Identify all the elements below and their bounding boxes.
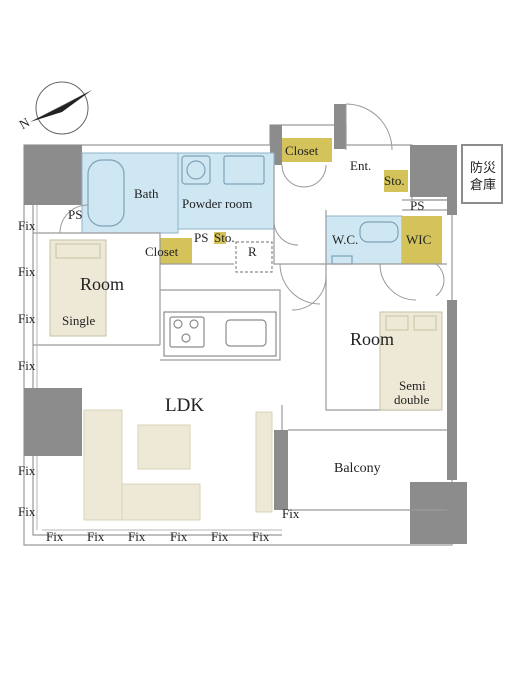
- label-entrance: Ent.: [350, 158, 371, 173]
- disaster-store: 防災 倉庫: [461, 144, 503, 204]
- compass-label: N: [17, 114, 33, 132]
- washer: [181, 155, 211, 185]
- fix-left-4: Fix: [18, 358, 36, 373]
- toilet: [359, 221, 399, 243]
- bath-area: [81, 152, 179, 234]
- label-sto-entrance: Sto.: [384, 173, 405, 188]
- label-bed-double: double: [394, 392, 430, 407]
- fix-left-1: Fix: [18, 218, 36, 233]
- wall-right-lower: [447, 300, 457, 480]
- kitchen: [163, 241, 277, 357]
- compass: N: [17, 81, 92, 135]
- sofa-seat: [121, 483, 201, 521]
- stove-icon: [169, 316, 205, 348]
- label-closet-mid: Closet: [145, 244, 179, 259]
- window-frames: [36, 205, 282, 531]
- compass-circle: [35, 81, 89, 135]
- column-bottom-right: [410, 482, 467, 544]
- sto-mid-area: [214, 232, 226, 244]
- fix-bottom-3: Fix: [128, 529, 146, 544]
- sto-entrance-area: [384, 170, 408, 192]
- powder-room-area: [177, 152, 275, 230]
- coffee-table: [137, 424, 191, 470]
- label-bath: Bath: [134, 186, 159, 201]
- column-top-left: [24, 145, 82, 205]
- walls: [24, 104, 467, 544]
- wic-area: [402, 216, 442, 264]
- single-bed: [49, 239, 107, 337]
- disaster-store-label-2: 倉庫: [470, 177, 496, 192]
- label-room-right: Room: [350, 329, 394, 349]
- label-ps-right: PS: [410, 198, 424, 213]
- label-ldk: LDK: [165, 395, 204, 416]
- compass-south-arrow-icon: [30, 90, 92, 122]
- fix-bottom-6: Fix: [252, 529, 270, 544]
- fix-bottom-4: Fix: [170, 529, 188, 544]
- beds: [49, 239, 443, 411]
- closet-mid-area: [160, 238, 192, 264]
- disaster-store-label-1: 防災: [470, 160, 496, 175]
- wash-basin: [223, 155, 265, 185]
- living-furniture: [83, 409, 273, 521]
- wall-balcony-left: [274, 430, 288, 510]
- kitchen-counter: [163, 311, 277, 357]
- label-closet-top: Closet: [285, 143, 319, 158]
- fix-left-3: Fix: [18, 311, 36, 326]
- label-room-left: Room: [80, 274, 124, 294]
- refrigerator-box: [235, 241, 273, 273]
- label-powder-room: Powder room: [182, 196, 252, 211]
- fix-bottom-2: Fix: [87, 529, 105, 544]
- fixtures: [87, 155, 399, 265]
- tv-board: [255, 411, 273, 513]
- fix-bottom-1: Fix: [46, 529, 64, 544]
- label-wic: WIC: [406, 232, 431, 247]
- wet-areas: [81, 152, 403, 265]
- doors: [59, 103, 445, 311]
- label-balcony: Balcony: [334, 461, 381, 476]
- label-bed-semi: Semi: [399, 378, 426, 393]
- column-mid-left: [24, 388, 82, 456]
- sink-icon: [225, 319, 267, 347]
- wall-entrance-top: [334, 104, 346, 149]
- label-bed-single: Single: [62, 313, 95, 328]
- bathtub: [87, 159, 125, 227]
- semi-double-bed: [379, 311, 443, 411]
- interior-lines: [33, 165, 447, 511]
- sofa-back: [83, 409, 123, 521]
- label-wc: W.C.: [332, 232, 358, 247]
- column-top-right: [410, 145, 457, 197]
- label-ps-mid: PS: [194, 230, 208, 245]
- fix-left-2: Fix: [18, 264, 36, 279]
- fix-left-6: Fix: [18, 504, 36, 519]
- fix-left-5: Fix: [18, 463, 36, 478]
- closet-top-area: [282, 138, 332, 162]
- label-refrigerator: R: [248, 244, 257, 259]
- storage-blocks: [160, 138, 442, 264]
- fix-bottom-5: Fix: [211, 529, 229, 544]
- label-sto-mid: Sto.: [214, 230, 235, 245]
- label-ps-left: PS: [68, 207, 82, 222]
- wall-right-upper: [447, 197, 457, 215]
- fix-balcony: Fix: [282, 506, 300, 521]
